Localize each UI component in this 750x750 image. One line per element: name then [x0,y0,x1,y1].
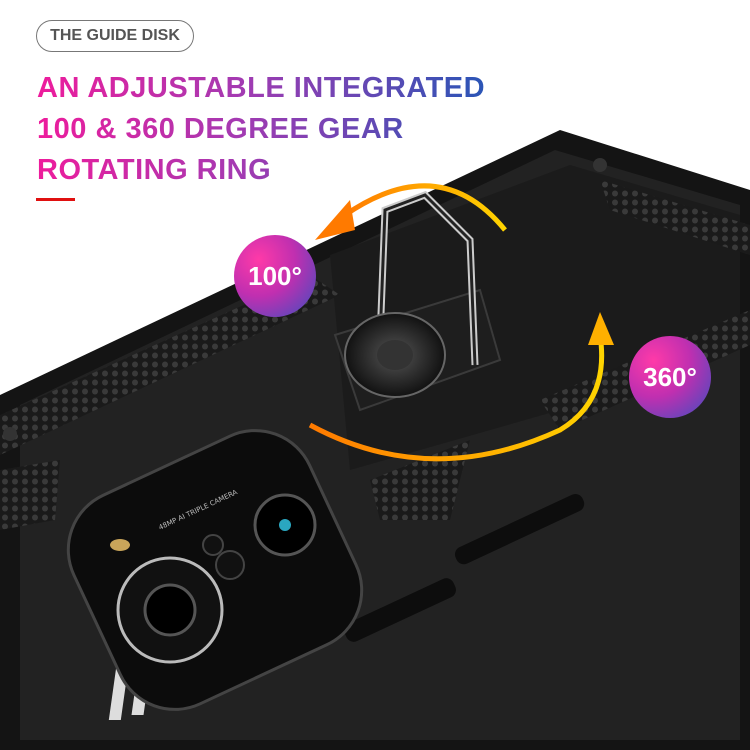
headline-line-3: ROTATING RING [37,154,272,186]
divider [36,198,75,201]
headline: AN ADJUSTABLE INTEGRATED 100 & 360 DEGRE… [37,68,485,191]
rotation-arrows [308,183,614,462]
arrow-360-icon [308,334,605,462]
badge-100-degree: 100° [234,235,316,317]
camera-module: 48MP AI TRIPLE CAMERA [66,429,364,711]
headline-line-1: AN ADJUSTABLE INTEGRATED [37,72,486,104]
ring-holder [333,190,502,412]
guide-disk-tag: THE GUIDE DISK [36,20,194,52]
headline-line-2: 100 & 360 DEGREE GEAR [37,113,404,145]
arrow-100-icon [343,183,507,232]
badge-360-degree: 360° [629,336,711,418]
